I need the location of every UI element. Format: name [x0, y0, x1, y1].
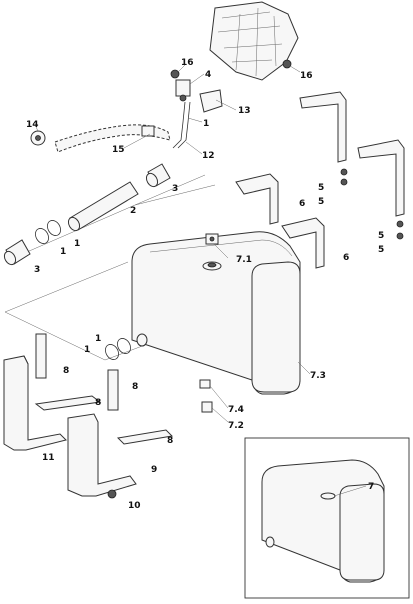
drain-plug-7-2 — [201, 401, 213, 413]
tank-outlet — [136, 333, 148, 347]
pipe-2 — [69, 181, 139, 231]
strap-upper-b — [357, 139, 405, 217]
callout-11: 11 — [42, 453, 55, 463]
callout-1-tank-b: 1 — [84, 345, 90, 355]
callout-1-pipe-a: 1 — [74, 239, 80, 249]
bracket-13 — [199, 89, 223, 113]
callout-8-b: 8 — [132, 382, 138, 392]
callout-5-a: 5 — [318, 183, 324, 193]
clamp-1b — [47, 220, 61, 236]
bolt-16-right — [282, 59, 292, 69]
plate-8a — [35, 333, 47, 379]
callout-5-d: 5 — [378, 245, 384, 255]
plate-8b — [107, 369, 119, 411]
clamp-1a — [35, 228, 49, 244]
callout-14: 14 — [26, 120, 39, 130]
callout-7: 7 — [368, 482, 374, 492]
mounting-brackets — [3, 333, 174, 499]
cable-clip — [141, 125, 155, 137]
strip-8d — [116, 429, 174, 445]
callout-5-c: 5 — [378, 231, 384, 241]
callout-1-sensor: 1 — [203, 119, 209, 129]
callout-8-a: 8 — [63, 366, 69, 376]
strap-6a — [235, 173, 279, 225]
callout-3-upper: 3 — [172, 184, 178, 194]
filler-pipe-assembly — [3, 163, 171, 266]
callout-12: 12 — [202, 151, 215, 161]
strip-8c — [34, 395, 102, 411]
callout-16-left: 16 — [181, 58, 194, 68]
fuel-tank — [131, 231, 301, 413]
inset-assembled-tank — [244, 437, 410, 599]
leader-lines — [35, 63, 367, 497]
callout-15: 15 — [112, 145, 125, 155]
callout-5-b: 5 — [318, 197, 324, 207]
callout-8-d: 8 — [167, 436, 173, 446]
callout-2: 2 — [130, 206, 136, 216]
callout-7-1: 7.1 — [236, 255, 252, 265]
tank-clamps — [105, 338, 131, 360]
bolt-10 — [107, 489, 117, 499]
engine-housing — [209, 1, 299, 81]
callout-9: 9 — [151, 465, 157, 475]
callout-7-2: 7.2 — [228, 421, 244, 431]
callout-3-lower: 3 — [34, 265, 40, 275]
callout-10: 10 — [128, 501, 141, 511]
bolt-16-left — [170, 69, 180, 79]
callout-7-3: 7.3 — [310, 371, 326, 381]
callout-13: 13 — [238, 106, 251, 116]
sensor-cable-assembly — [30, 59, 292, 153]
callout-16-right: 16 — [300, 71, 313, 81]
callout-1-tank-a: 1 — [95, 334, 101, 344]
strap-upper-a — [299, 91, 347, 163]
callout-7-4: 7.4 — [228, 405, 244, 415]
cable-harness-15 — [54, 124, 171, 153]
callout-4: 4 — [205, 70, 211, 80]
tank-straps-upper — [235, 91, 405, 269]
callout-8-c: 8 — [95, 398, 101, 408]
callout-6-b: 6 — [343, 253, 349, 263]
sensor-4 — [175, 79, 191, 97]
bracket-9 — [67, 413, 137, 497]
washer-7-4 — [199, 379, 211, 389]
callout-6-a: 6 — [299, 199, 305, 209]
callout-labels: 16 4 16 13 14 1 15 12 3 2 5 5 6 1 1 3 7.… — [26, 58, 384, 511]
callout-1-pipe-b: 1 — [60, 247, 66, 257]
strap-6b — [281, 217, 325, 269]
